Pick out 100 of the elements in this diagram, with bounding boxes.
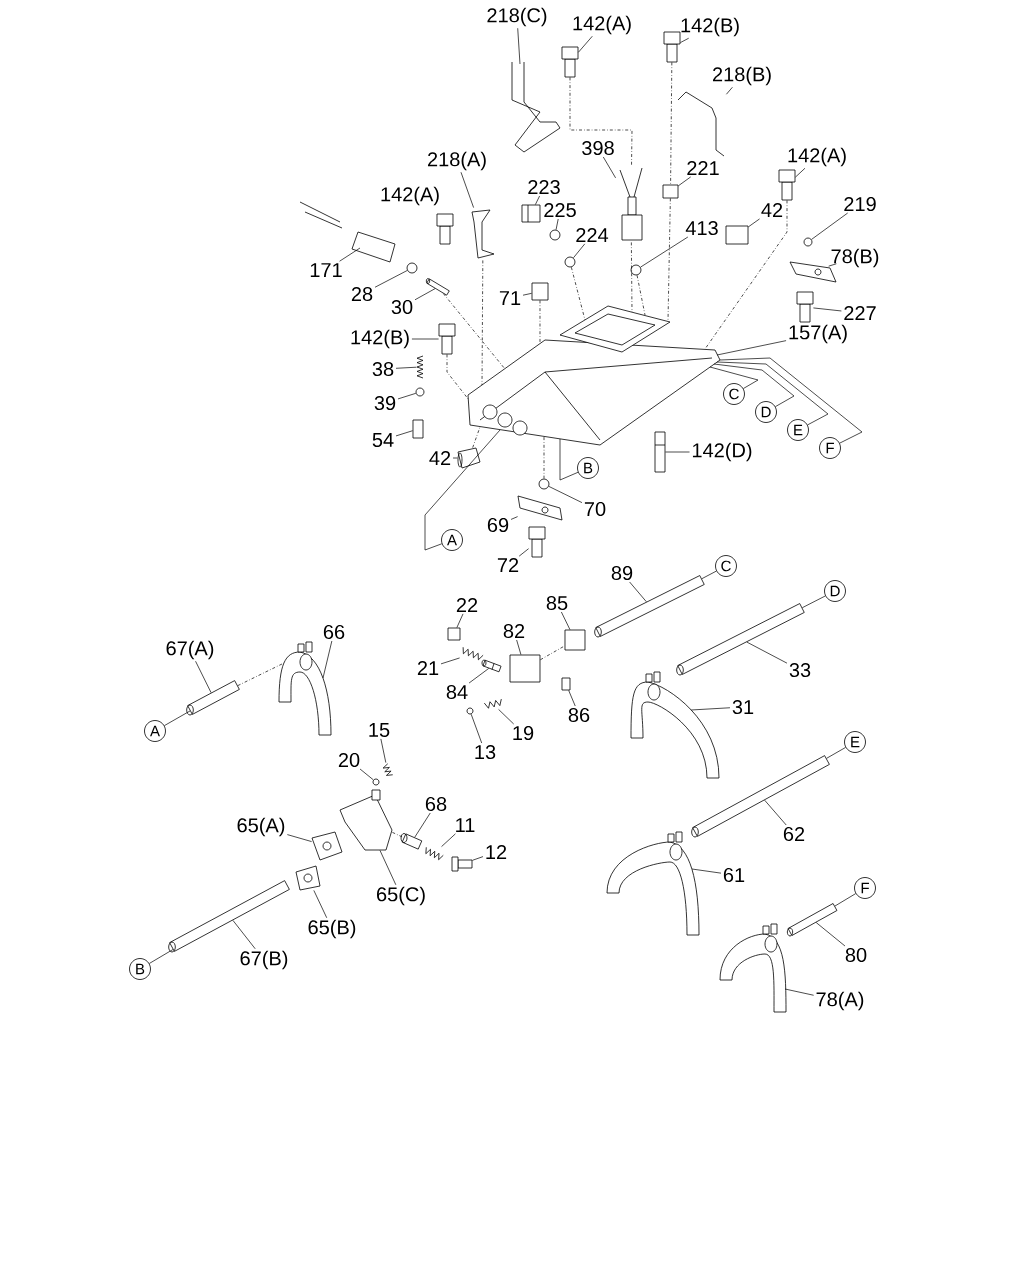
leader-line xyxy=(828,263,837,267)
leader-line xyxy=(414,812,431,838)
callout-number: 157(A) xyxy=(789,324,847,344)
assembly-line xyxy=(543,435,545,479)
assembly-line xyxy=(636,274,646,316)
leader-line xyxy=(811,212,849,240)
leader-line xyxy=(468,668,490,684)
callout-number: 223 xyxy=(528,179,560,195)
nut xyxy=(447,627,461,641)
assembly-line xyxy=(443,293,506,370)
assembly-line xyxy=(569,77,633,166)
circled-letter: D xyxy=(755,401,777,423)
leader-line xyxy=(452,457,458,459)
leader-line xyxy=(815,922,846,947)
leader-line xyxy=(395,430,413,437)
circled-letter: D xyxy=(824,580,846,602)
assembly-line xyxy=(631,242,633,313)
callout-number: 224 xyxy=(576,228,609,242)
callout-number: 22 xyxy=(456,598,478,612)
assembly-line xyxy=(446,354,470,401)
callout-number: 68 xyxy=(425,796,447,812)
leader-line xyxy=(701,570,717,580)
collar xyxy=(295,865,321,891)
bolt xyxy=(438,323,456,355)
leader-line xyxy=(578,35,593,53)
leader-line xyxy=(440,657,460,665)
leader-line xyxy=(287,834,312,842)
leader-line xyxy=(359,768,374,781)
leader-line xyxy=(424,429,501,551)
leader-line xyxy=(680,37,690,43)
leader-line xyxy=(568,690,576,707)
shift-fork xyxy=(719,923,787,1013)
bracket xyxy=(471,209,495,259)
leader-line xyxy=(719,357,863,444)
spring xyxy=(425,846,444,861)
callout-number: 142(B) xyxy=(351,329,409,349)
callout-number: 30 xyxy=(391,299,413,315)
shift-rod xyxy=(186,680,240,716)
leader-line xyxy=(716,340,787,356)
assembly-line xyxy=(704,200,788,350)
callout-number: 42 xyxy=(761,203,783,217)
callout-number: 142(A) xyxy=(788,147,846,167)
leader-line xyxy=(232,919,256,950)
pin xyxy=(425,278,450,296)
leader-line xyxy=(470,713,483,744)
bolt xyxy=(451,856,473,872)
leader-line xyxy=(795,167,806,178)
leader-line xyxy=(472,856,484,861)
callout-number: 15 xyxy=(369,723,390,737)
bolt xyxy=(561,46,579,78)
callout-number: 171 xyxy=(310,263,342,277)
plunger xyxy=(412,419,424,439)
shift-block xyxy=(564,629,586,651)
sleeve xyxy=(725,225,749,245)
assembly-line xyxy=(237,662,285,686)
shift-block xyxy=(509,654,541,683)
leader-line xyxy=(559,438,579,481)
shift-fork xyxy=(278,641,332,736)
spring xyxy=(483,698,502,709)
callout-number: 218(C) xyxy=(487,7,547,27)
circled-letter: B xyxy=(577,457,599,479)
bolt xyxy=(663,31,681,63)
circled-letter: F xyxy=(819,437,841,459)
leader-line xyxy=(665,451,690,453)
callout-number: 142(A) xyxy=(381,186,439,206)
callout-number: 142(A) xyxy=(573,15,631,35)
bolt xyxy=(778,169,796,201)
callout-number: 19 xyxy=(513,725,534,741)
leader-line xyxy=(561,611,571,630)
circled-letter: A xyxy=(144,720,166,742)
callout-number: 11 xyxy=(456,818,475,832)
callout-number: 398 xyxy=(582,140,614,156)
callout-number: 33 xyxy=(789,662,811,678)
circled-letter: F xyxy=(854,877,876,899)
leader-line xyxy=(395,366,417,369)
leader-line xyxy=(713,363,795,407)
callout-number: 38 xyxy=(372,361,394,377)
spring xyxy=(462,646,484,661)
callout-number: 84 xyxy=(446,684,468,700)
callout-number: 218(A) xyxy=(428,151,486,171)
callout-number: 65(C) xyxy=(377,886,425,906)
callout-number: 72 xyxy=(497,558,519,572)
callout-number: 12 xyxy=(486,845,507,859)
callout-number: 20 xyxy=(338,752,360,768)
leader-line xyxy=(313,890,328,919)
leader-line xyxy=(456,613,464,628)
leader-line xyxy=(374,270,408,288)
callout-number: 142(B) xyxy=(681,17,739,37)
leader-line xyxy=(380,738,387,763)
callout-number: 219 xyxy=(844,196,876,212)
callout-number: 67(A) xyxy=(166,640,214,660)
assembly-line xyxy=(670,62,673,185)
callout-number: 67(B) xyxy=(240,950,288,970)
plug xyxy=(521,204,541,223)
spring xyxy=(416,355,424,379)
leader-line xyxy=(602,156,616,179)
leader-line xyxy=(748,218,760,228)
assembly-line xyxy=(667,198,671,322)
lever xyxy=(517,495,563,521)
leader-line xyxy=(322,640,333,679)
